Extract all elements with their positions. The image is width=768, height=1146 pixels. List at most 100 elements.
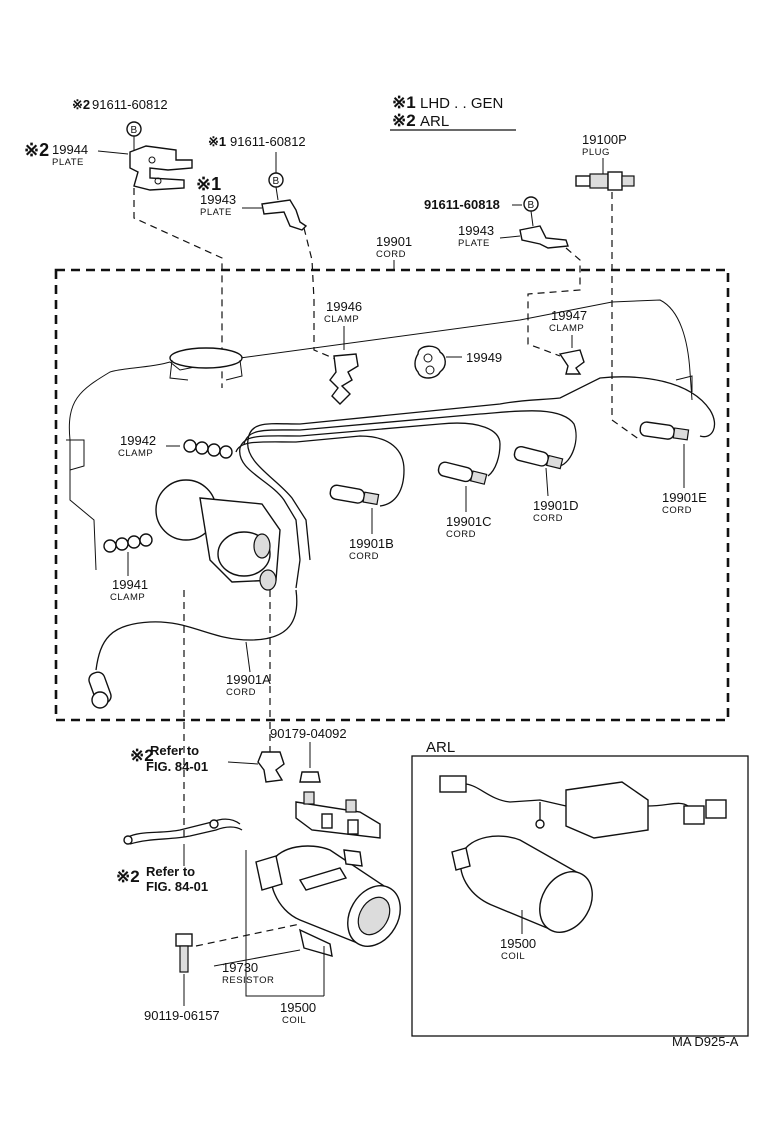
clamp-19947-name: CLAMP [549,323,584,334]
resistor-terminal [347,819,359,835]
resistor-terminal [345,799,357,813]
cord-boots [88,421,690,709]
legend-mark-1: ※1 [392,93,416,112]
bolt-top-left-mark: ※2 [72,97,90,112]
cord-set-number: 19901 [376,234,412,249]
clamp-hole [425,365,435,375]
plug-name: PLUG [582,147,610,158]
bolt-b-letter: B [273,176,280,187]
refer2-mark: ※2 [116,867,140,886]
ground-terminal [535,819,545,829]
leader-line [275,186,279,201]
plate-19943a-name: PLATE [200,207,232,218]
plug-dashed-line [611,192,641,441]
oil-cap-neck [169,359,243,381]
plate-19943a-mark: ※1 [196,174,221,194]
distributor-icon [155,479,281,591]
cord-labels: 19901B CORD 19901C CORD 19901D CORD 1990… [226,444,707,698]
distributor-boot [259,569,277,591]
arl-title: ARL [426,739,455,756]
refer-clamp-icon [257,751,285,783]
boot-end [362,491,380,506]
clamp-19946-icon [329,353,359,405]
coil-assembly: 90119-06157 19730 RESISTOR 19500 COIL [144,791,401,1026]
clamp-19942-name: CLAMP [118,448,153,459]
coil-terminal [255,855,283,891]
clamp-19947-icon [558,349,585,375]
coil-name: COIL [282,1015,306,1026]
resistor-19730-icon [295,791,381,839]
legend: ※1 LHD . . GEN ※2 ARL [390,93,516,131]
clamp-loop [103,539,117,553]
harness-group: ※2 Refer to FIG. 84-01 [116,818,243,894]
leader-line [227,761,259,765]
engine-contour [66,439,85,471]
coil-bracket [343,849,363,867]
coil-terminal [451,847,471,871]
arl-coil-number: 19500 [500,936,536,951]
plate-19943b-number: 19943 [458,223,494,238]
plate-19944-bracket [129,145,193,191]
leader-line [499,235,521,239]
nut-number: 90179-04092 [270,726,347,741]
mount-dashed-line [133,188,223,388]
refer1-line2: FIG. 84-01 [146,759,208,774]
arl-inset: ARL 19500 COIL [411,739,749,1037]
plate-19943b-name: PLATE [458,238,490,249]
clamp-19941-name: CLAMP [110,592,145,603]
plate-19944-number: 19944 [52,142,88,157]
leader-line [97,150,129,155]
resistor-terminal [321,813,333,829]
leader-line [545,467,549,497]
cord-c-number: 19901C [446,514,492,529]
arl-harness-icon [439,775,727,839]
cord-a-wire [295,559,301,589]
coil-bracket-line [245,850,324,997]
legend-text-1: LHD . . GEN [420,95,503,112]
clamp-19949-icon [414,345,446,379]
leader-line [213,949,301,967]
boot-end [672,427,690,441]
bolt-top-mid-mark: ※1 [208,134,226,149]
resistor-terminal [303,791,315,805]
oil-cap-icon [169,347,243,369]
refer2-line2: FIG. 84-01 [146,879,208,894]
nut-90179-group: 90179-04092 ※2 Refer to FIG. 84-01 [130,726,347,783]
bolt-right-label: 91611-60818 [424,197,500,212]
control-unit [565,781,649,839]
harness-wire [465,783,567,807]
plate-19943a-bracket [261,199,308,231]
spark-plug-icon [575,171,635,191]
clamp-19942-number: 19942 [120,433,156,448]
connector [683,805,705,825]
bolt-dashed-line [195,923,301,947]
bolt-head [175,933,193,947]
cord-e-boot-icon [639,421,690,441]
cord-b-wire [235,435,405,507]
cord-e-number: 19901E [662,490,707,505]
coil-end [539,871,593,933]
clamp-19941-group: 19941 CLAMP [103,533,153,603]
cord-d-boot-icon [513,445,564,470]
coil-number: 19500 [280,1000,316,1015]
boot-end [469,470,488,485]
arl-frame [411,755,749,1037]
plate-19944-mark: ※2 [24,140,49,160]
connector [439,775,467,793]
clamp-loop [219,445,233,459]
cord-d-number: 19901D [533,498,579,513]
harness-terminal [123,835,133,845]
plug-insulator [589,173,609,189]
clamp-hole [423,353,433,363]
clamp-19947-number: 19947 [551,308,587,323]
plug-hex [607,171,623,191]
bolt-shank [179,945,189,973]
clamp-loop [127,535,141,549]
cord-a-number: 19901A [226,672,271,687]
mount-dashed-line [527,247,581,357]
harness-wire-icon [125,818,241,839]
bolt-b-letter: B [131,125,138,136]
resistor-number: 19730 [222,960,258,975]
cord-b-number: 19901B [349,536,394,551]
